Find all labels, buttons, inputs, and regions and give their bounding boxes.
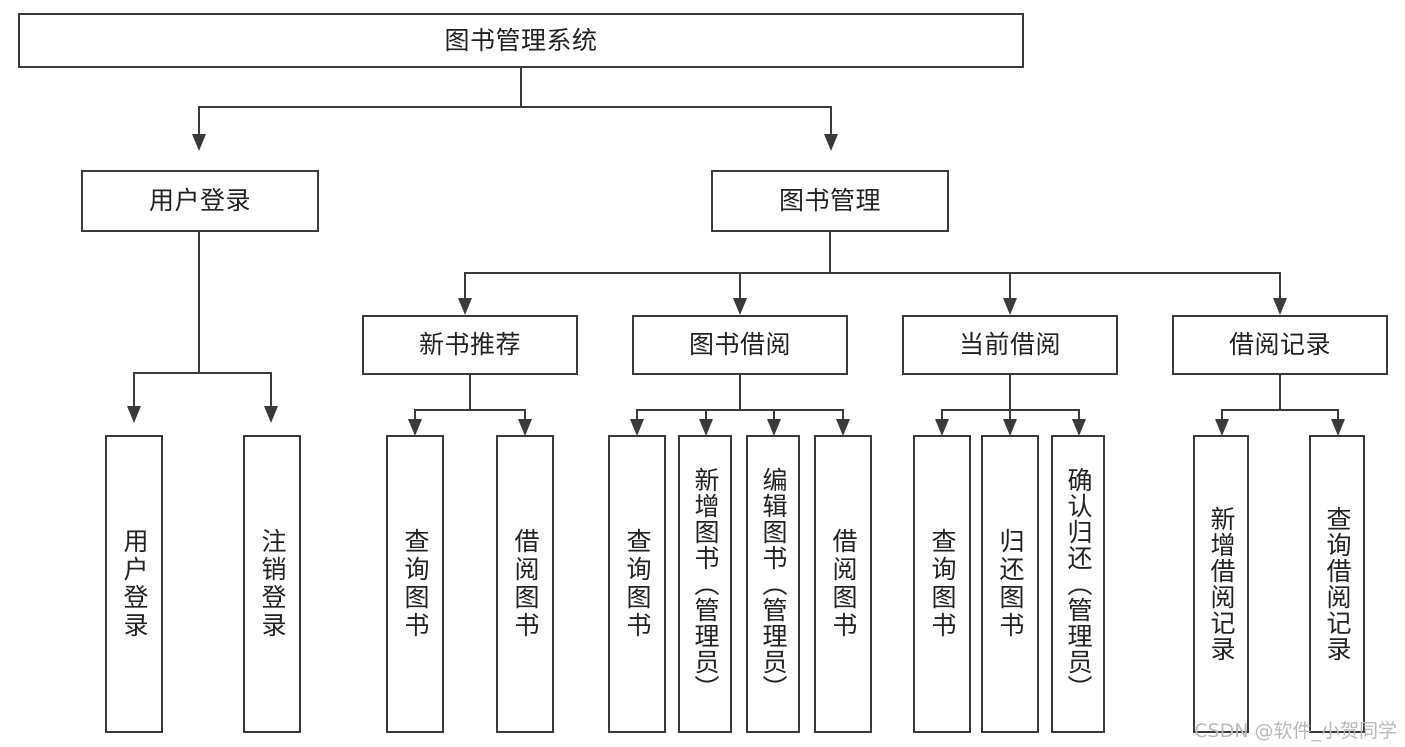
arrow-borrowrecord-to-leaf-0	[1215, 419, 1229, 436]
arrow-bookborrow-to-leaf-0	[630, 419, 644, 436]
arrow-bookmgmt-to-l3-1	[733, 298, 747, 315]
arrow-root-to-book-mgmt	[824, 134, 838, 151]
node-label: 查询图书	[623, 528, 652, 640]
edge-currentborrow-to-leaf-0	[941, 409, 943, 421]
edge-userlogin-stem	[198, 232, 200, 372]
leaf-book-borrow-edit-book-admin[interactable]: 编辑图书（管理员）	[746, 435, 800, 733]
edge-currentborrow-to-leaf-2	[1078, 409, 1080, 421]
arrow-newbook-to-leaf-1	[518, 419, 532, 436]
leaf-current-borrow-confirm-return-admin[interactable]: 确认归还（管理员）	[1051, 435, 1105, 733]
node-borrow-record[interactable]: 借阅记录	[1172, 315, 1388, 375]
node-label: 用户登录	[120, 528, 149, 640]
edge-bookmgmt-bus	[464, 272, 1280, 274]
node-label: 新增图书（管理员）	[691, 467, 720, 701]
arrow-bookborrow-to-leaf-3	[836, 419, 850, 436]
node-new-book-recommend[interactable]: 新书推荐	[362, 315, 578, 375]
edge-borrowrecord-stem	[1279, 375, 1281, 409]
edge-bookmgmt-to-l3-3	[1279, 272, 1281, 300]
edge-bookmgmt-to-l3-1	[739, 272, 741, 300]
node-book-management[interactable]: 图书管理	[711, 170, 949, 232]
node-label: 查询图书	[401, 528, 430, 640]
node-label: 新书推荐	[418, 330, 521, 359]
leaf-book-borrow-borrow-books[interactable]: 借阅图书	[814, 435, 872, 733]
arrow-currentborrow-to-leaf-2	[1072, 419, 1086, 436]
edge-userlogin-bus	[133, 372, 271, 374]
edge-bookmgmt-stem	[829, 232, 831, 272]
arrow-bookborrow-to-leaf-2	[767, 419, 781, 436]
edge-borrowrecord-bus	[1221, 409, 1339, 411]
leaf-current-borrow-query-books[interactable]: 查询图书	[913, 435, 971, 733]
node-label: 借阅图书	[511, 528, 540, 640]
edge-newbook-to-leaf-0	[414, 409, 416, 421]
node-label: 图书借阅	[688, 330, 791, 359]
edge-userlogin-to-leaf-1	[270, 372, 272, 408]
edge-borrowrecord-to-leaf-0	[1221, 409, 1223, 421]
edge-userlogin-to-leaf-0	[133, 372, 135, 408]
node-label: 查询图书	[928, 528, 957, 640]
node-label: 用户登录	[148, 186, 251, 215]
node-label: 归还图书	[996, 528, 1025, 640]
edge-currentborrow-stem	[1009, 375, 1011, 409]
node-book-borrow[interactable]: 图书借阅	[632, 315, 848, 375]
edge-bookborrow-bus	[636, 409, 844, 411]
arrow-bookmgmt-to-l3-2	[1003, 298, 1017, 315]
node-label: 查询借阅记录	[1323, 506, 1352, 662]
leaf-book-borrow-add-book-admin[interactable]: 新增图书（管理员）	[678, 435, 732, 733]
arrow-bookborrow-to-leaf-1	[699, 419, 713, 436]
leaf-borrow-record-query-record[interactable]: 查询借阅记录	[1309, 435, 1365, 733]
arrow-userlogin-to-leaf-1	[264, 406, 278, 423]
edge-bookborrow-to-leaf-1	[705, 409, 707, 421]
leaf-current-borrow-return-books[interactable]: 归还图书	[981, 435, 1039, 733]
leaf-user-login-logout[interactable]: 注销登录	[243, 435, 301, 733]
edge-root-to-book-mgmt	[830, 106, 832, 136]
edge-newbook-stem	[469, 375, 471, 409]
node-label: 注销登录	[258, 528, 287, 640]
edge-borrowrecord-to-leaf-1	[1337, 409, 1339, 421]
edge-bookborrow-stem	[739, 375, 741, 409]
edge-bookborrow-to-leaf-2	[773, 409, 775, 421]
edge-root-bus	[198, 106, 832, 108]
edge-newbook-to-leaf-1	[524, 409, 526, 421]
edge-bookborrow-to-leaf-3	[842, 409, 844, 421]
node-label: 图书管理系统	[444, 25, 598, 55]
arrow-bookmgmt-to-l3-3	[1273, 298, 1287, 315]
node-label: 编辑图书（管理员）	[759, 467, 788, 701]
edge-newbook-bus	[414, 409, 526, 411]
edge-bookborrow-to-leaf-0	[636, 409, 638, 421]
node-label: 借阅记录	[1228, 330, 1331, 359]
arrow-currentborrow-to-leaf-1	[1003, 419, 1017, 436]
arrow-borrowrecord-to-leaf-1	[1331, 419, 1345, 436]
node-label: 确认归还（管理员）	[1064, 467, 1093, 701]
edge-bookmgmt-to-l3-0	[464, 272, 466, 300]
leaf-new-book-query-books[interactable]: 查询图书	[386, 435, 444, 733]
edge-root-stem	[520, 68, 522, 106]
edge-currentborrow-to-leaf-1	[1009, 409, 1011, 421]
edge-root-to-user-login	[198, 106, 200, 136]
node-label: 图书管理	[778, 186, 881, 215]
leaf-user-login-login[interactable]: 用户登录	[105, 435, 163, 733]
arrow-newbook-to-leaf-0	[408, 419, 422, 436]
node-label: 当前借阅	[958, 330, 1061, 359]
arrow-bookmgmt-to-l3-0	[458, 298, 472, 315]
node-label: 新增借阅记录	[1207, 506, 1236, 662]
edge-bookmgmt-to-l3-2	[1009, 272, 1011, 300]
node-user-login[interactable]: 用户登录	[81, 170, 319, 232]
arrow-root-to-user-login	[192, 134, 206, 151]
node-current-borrow[interactable]: 当前借阅	[902, 315, 1118, 375]
leaf-borrow-record-add-record[interactable]: 新增借阅记录	[1193, 435, 1249, 733]
node-label: 借阅图书	[829, 528, 858, 640]
leaf-book-borrow-query-books[interactable]: 查询图书	[608, 435, 666, 733]
arrow-currentborrow-to-leaf-0	[935, 419, 949, 436]
node-root-book-management-system[interactable]: 图书管理系统	[18, 13, 1024, 68]
arrow-userlogin-to-leaf-0	[127, 406, 141, 423]
leaf-new-book-borrow-books[interactable]: 借阅图书	[496, 435, 554, 733]
